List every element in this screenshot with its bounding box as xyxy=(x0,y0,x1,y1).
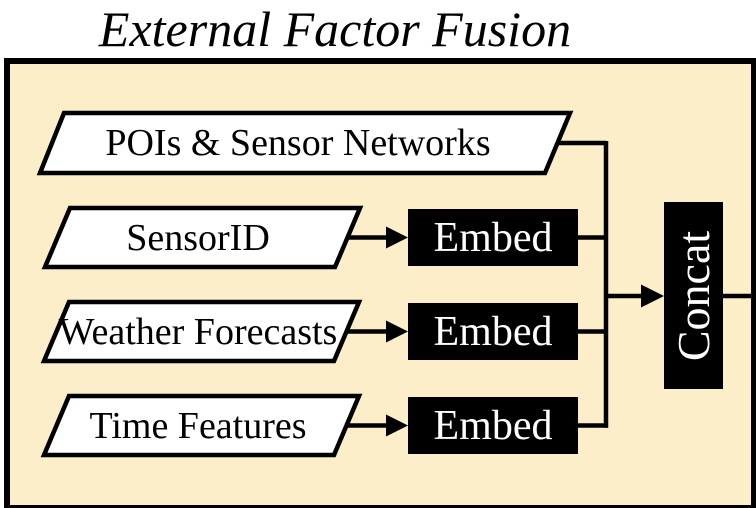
embed-box-1: Embed xyxy=(408,209,578,266)
input-weather: Weather Forecasts xyxy=(40,299,408,364)
sensorid-label: SensorID xyxy=(126,217,270,259)
input-pois: POIs & Sensor Networks xyxy=(36,110,574,176)
concat-rect xyxy=(664,202,723,389)
weather-parallelogram xyxy=(40,299,363,364)
time-label: Time Features xyxy=(89,405,306,447)
concat-label: Concat xyxy=(668,231,719,362)
input-time: Time Features xyxy=(40,393,408,458)
embed2-rect xyxy=(408,303,578,360)
pois-label: POIs & Sensor Networks xyxy=(105,122,490,164)
embed3-rect xyxy=(408,397,578,454)
arrowhead-concat xyxy=(641,284,664,308)
time-parallelogram xyxy=(40,393,363,458)
embed-box-2: Embed xyxy=(408,303,578,360)
embed-box-3: Embed xyxy=(408,397,578,454)
sensorid-parallelogram xyxy=(41,205,364,270)
embed1-rect xyxy=(408,209,578,266)
arrowhead-embed2 xyxy=(386,320,408,343)
figure-title: External Factor Fusion xyxy=(98,1,572,57)
arrowhead-embed1 xyxy=(386,226,408,249)
embed2-label: Embed xyxy=(434,309,553,355)
concat-box: Concat xyxy=(664,202,723,389)
weather-label: Weather Forecasts xyxy=(59,311,338,353)
pois-parallelogram xyxy=(36,110,574,176)
embed1-label: Embed xyxy=(434,215,553,261)
embed3-label: Embed xyxy=(434,403,553,449)
arrowhead-embed3 xyxy=(386,414,408,437)
input-sensorid: SensorID xyxy=(41,205,408,270)
